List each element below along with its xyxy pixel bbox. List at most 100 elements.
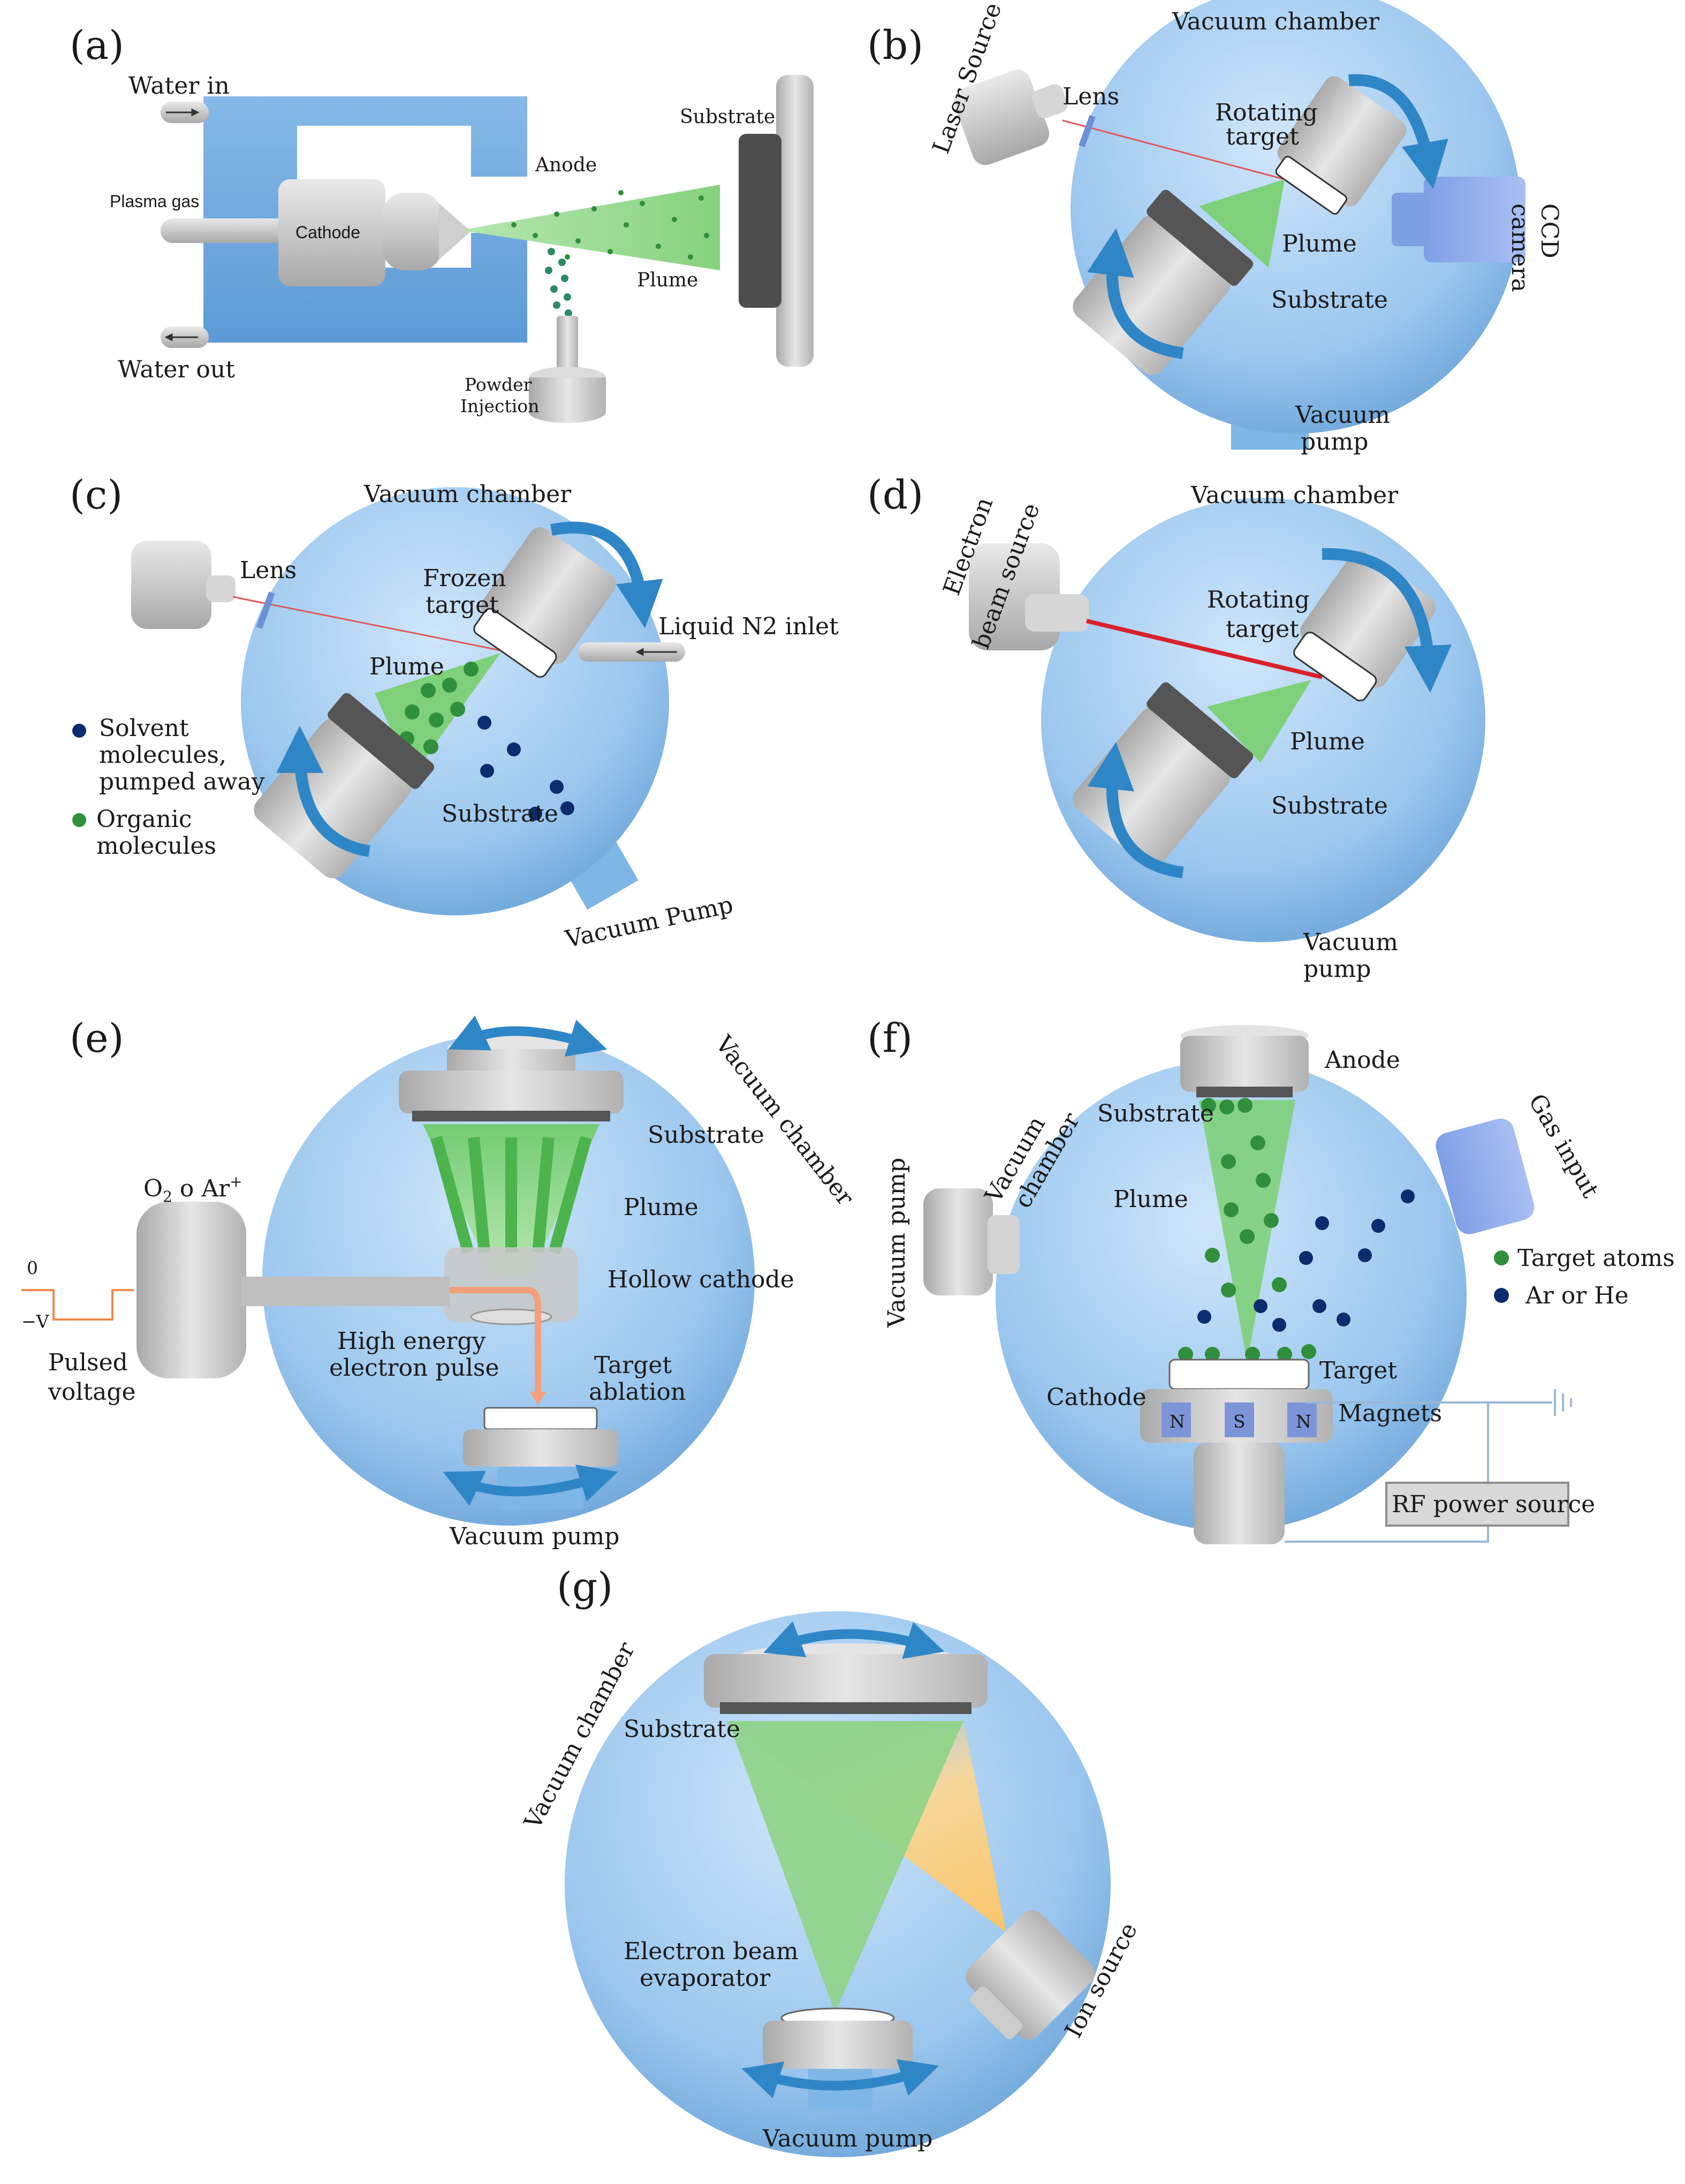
hollow-cathode-ring <box>470 1308 552 1325</box>
target-f <box>1168 1359 1310 1390</box>
panel-b-tag: (b) <box>867 22 923 69</box>
rotate-arrow-d-bottom <box>1087 742 1184 878</box>
panel-g: (g) Vacuum chamber Substrate Electron be… <box>519 1564 1143 2157</box>
laser-beam-b <box>1062 119 1285 180</box>
label-plume-d: Plume <box>1290 728 1365 755</box>
evaporation-plume <box>728 1721 963 2013</box>
panel-d-tag: (d) <box>867 472 923 518</box>
label-ablation-1: Target <box>594 1352 672 1379</box>
powder-nozzle <box>557 316 578 380</box>
pulse-trace <box>21 1289 134 1321</box>
rotate-arrow-c-top <box>550 521 663 628</box>
cathode-body <box>278 179 385 286</box>
legend-organic-dot <box>72 813 86 827</box>
label-lens-c: Lens <box>240 557 297 584</box>
cathode-tip <box>439 203 471 260</box>
substrate-e <box>412 1111 610 1121</box>
panel-f: (f) <box>867 1015 1675 1544</box>
label-solvent-2: molecules, <box>99 741 226 769</box>
label-substrate-d: Substrate <box>1271 792 1388 820</box>
rotate-arrow-d-top <box>1322 548 1452 693</box>
legend-target-dot <box>1494 1250 1509 1265</box>
label-solvent-1: Solvent <box>99 715 189 742</box>
label-pulsed-2: voltage <box>48 1378 136 1406</box>
label-ccd-1: CCD <box>1536 203 1563 259</box>
vacuum-pump-f <box>923 1188 993 1295</box>
ccd-camera <box>1424 177 1525 262</box>
label-solvent-3: pumped away <box>99 768 265 795</box>
label-chamber-b: Vacuum chamber <box>1172 8 1380 35</box>
rotate-arrow-b-bottom <box>1087 228 1184 359</box>
label-anode: Anode <box>535 154 597 176</box>
panel-c: (c) <box>70 472 839 953</box>
label-powder-2: Injection <box>460 396 539 416</box>
label-gas-source-e: O2 o Ar+ <box>143 1173 242 1205</box>
label-hee-1: High energy <box>337 1328 486 1355</box>
magnet-s <box>1225 1402 1254 1437</box>
panel-b: (b) Vacuum chamber Laser Source Lens <box>867 0 1563 456</box>
label-liquid-n2: Liquid N2 inlet <box>658 613 839 640</box>
panel-a: (a) Water in <box>70 22 814 423</box>
substrate-holder-e <box>399 1071 624 1113</box>
label-neg-v: −V <box>21 1311 50 1332</box>
label-cathode-f: Cathode <box>1046 1384 1147 1411</box>
label-pump-b-2: pump <box>1301 428 1368 456</box>
plume-a-particles <box>511 190 709 260</box>
panel-e: (e) Vacuum chamber O2 o Ar+ <box>21 1015 859 1550</box>
label-magnet-n2: N <box>1296 1411 1311 1432</box>
label-magnet-n1: N <box>1170 1411 1185 1432</box>
target-e <box>483 1407 598 1430</box>
label-organic-2: molecules <box>96 832 216 860</box>
ground-icon <box>1554 1389 1572 1416</box>
rf-wire <box>1285 1401 1489 1543</box>
label-substrate-e: Substrate <box>648 1121 764 1149</box>
legend-ar-dot <box>1494 1288 1509 1303</box>
label-hollow-cathode: Hollow cathode <box>608 1266 794 1293</box>
magnet-n1 <box>1162 1402 1191 1437</box>
label-rotating-target-d-1: Rotating <box>1207 586 1310 613</box>
label-plume-e: Plume <box>624 1194 699 1221</box>
laser-source-b <box>953 70 1068 165</box>
label-pump-d-1: Vacuum <box>1303 929 1398 956</box>
ccd-lens <box>1392 193 1429 246</box>
magnet-n2 <box>1287 1402 1317 1437</box>
label-pump-b-1: Vacuum <box>1295 401 1390 429</box>
panel-c-tag: (c) <box>70 472 123 518</box>
label-chamber-d: Vacuum chamber <box>1190 482 1399 509</box>
label-target-atoms: Target atoms <box>1517 1245 1675 1272</box>
laser-source-c <box>131 541 236 629</box>
label-hee-2: electron pulse <box>329 1354 499 1382</box>
label-pulsed-1: Pulsed <box>48 1349 128 1376</box>
label-ablation-2: ablation <box>589 1378 686 1406</box>
solvent-particles-c <box>477 716 574 821</box>
frozen-target <box>473 527 616 678</box>
rotating-target-b <box>1275 76 1407 215</box>
label-target-f: Target <box>1319 1357 1397 1384</box>
label-ebe-2: evaporator <box>640 1965 771 1992</box>
label-ar-he: Ar or He <box>1525 1282 1629 1309</box>
rotate-arrow-c-bottom <box>276 726 370 857</box>
label-ebe-1: Electron beam <box>624 1938 799 1965</box>
substrate-g <box>720 1702 971 1714</box>
plume-b <box>1199 179 1285 268</box>
plume-a <box>460 185 720 270</box>
rotate-arrow-g-top <box>763 1621 945 1659</box>
label-substrate-a: Substrate <box>680 106 775 128</box>
evaporator-body <box>763 2021 913 2069</box>
electron-beam-d <box>1086 619 1323 679</box>
rf-power-source <box>1385 1482 1569 1527</box>
label-cathode: Cathode <box>295 223 360 242</box>
panel-f-tag: (f) <box>867 1015 913 1061</box>
liquid-n2-pipe <box>578 642 685 662</box>
electron-pulse <box>241 1287 541 1392</box>
cathode-stem-f <box>1194 1443 1285 1544</box>
label-ccd-2: camera <box>1506 203 1534 292</box>
legend-solvent-dot <box>72 724 86 738</box>
powder-stream <box>545 248 572 317</box>
label-zero: 0 <box>27 1257 38 1278</box>
label-plume-a: Plume <box>637 269 698 291</box>
gas-tube-e <box>241 1277 450 1306</box>
panel-a-tag: (a) <box>70 22 124 69</box>
gas-input-f <box>1436 1118 1535 1234</box>
